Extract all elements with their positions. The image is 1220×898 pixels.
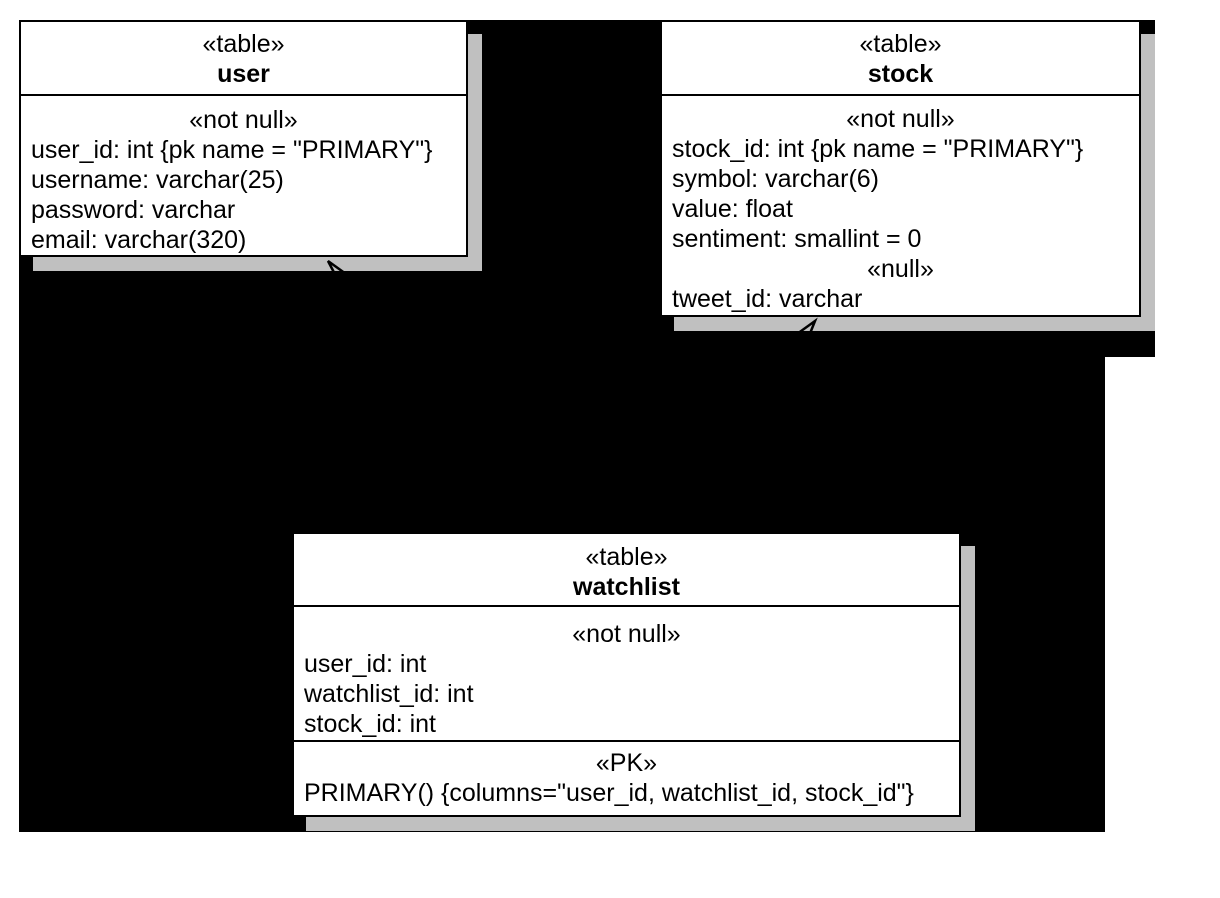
section-stereotype: «not null» bbox=[846, 105, 955, 133]
attribute-row: sentiment: smallint = 0 bbox=[672, 225, 922, 253]
uml-table-node-watchlist[interactable]: «table» watchlist «not null» user_id: in… bbox=[292, 532, 961, 817]
attribute-row: symbol: varchar(6) bbox=[672, 165, 879, 193]
table-stereotype: «table» bbox=[202, 30, 285, 58]
attribute-row: PRIMARY() {columns="user_id, watchlist_i… bbox=[304, 779, 914, 807]
uml-table-node-user[interactable]: «table» user «not null» user_id: int {pk… bbox=[19, 20, 468, 257]
attribute-row: value: float bbox=[672, 195, 793, 223]
attribute-row: username: varchar(25) bbox=[31, 166, 284, 194]
attribute-row: user_id: int bbox=[304, 650, 427, 678]
attribute-row: email: varchar(320) bbox=[31, 226, 247, 254]
table-name: watchlist bbox=[573, 573, 680, 601]
attribute-row: user_id: int {pk name = "PRIMARY"} bbox=[31, 136, 433, 164]
attribute-row: stock_id: int {pk name = "PRIMARY"} bbox=[672, 135, 1084, 163]
section-stereotype: «PK» bbox=[595, 749, 658, 777]
attribute-row: password: varchar bbox=[31, 196, 236, 224]
section-stereotype: «not null» bbox=[572, 620, 681, 648]
table-header: «table» watchlist bbox=[294, 534, 959, 607]
table-stereotype: «table» bbox=[585, 543, 668, 571]
table-header: «table» stock bbox=[662, 22, 1139, 96]
attribute-row: stock_id: int bbox=[304, 710, 437, 738]
section-stereotype: «null» bbox=[867, 255, 934, 283]
table-name: stock bbox=[867, 60, 934, 88]
table-name: user bbox=[217, 60, 270, 88]
table-pk-section: «PK» PRIMARY() {columns="user_id, watchl… bbox=[294, 742, 959, 808]
section-stereotype: «not null» bbox=[189, 106, 298, 134]
table-attribute-section: «not null» user_id: int watchlist_id: in… bbox=[294, 607, 959, 742]
table-attribute-section: «not null» stock_id: int {pk name = "PRI… bbox=[662, 96, 1139, 314]
uml-table-node-stock[interactable]: «table» stock «not null» stock_id: int {… bbox=[660, 20, 1141, 317]
attribute-row: watchlist_id: int bbox=[304, 680, 474, 708]
table-attribute-section: «not null» user_id: int {pk name = "PRIM… bbox=[21, 96, 466, 255]
attribute-row: tweet_id: varchar bbox=[672, 285, 863, 313]
table-header: «table» user bbox=[21, 22, 466, 96]
table-stereotype: «table» bbox=[859, 30, 942, 58]
